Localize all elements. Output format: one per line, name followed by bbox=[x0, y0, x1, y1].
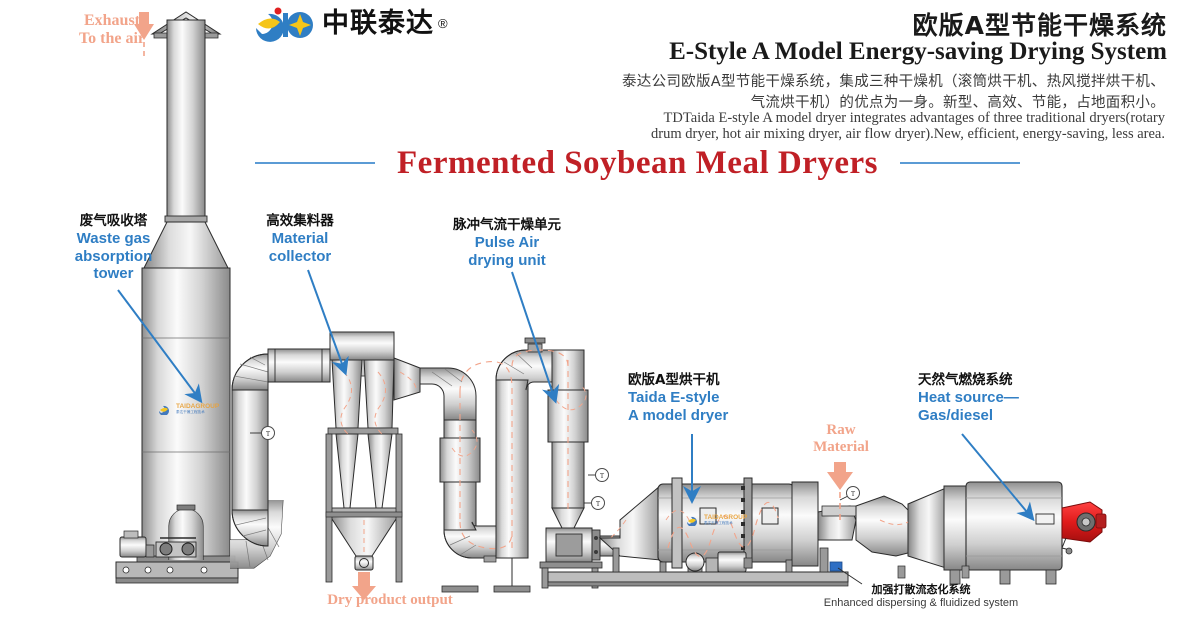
label-raw-material-line1: Raw bbox=[826, 422, 856, 438]
label-pulse-air-unit-en1: Pulse Air bbox=[474, 233, 540, 251]
burner bbox=[1061, 501, 1107, 555]
watermark-logo-icon-2 bbox=[687, 516, 697, 526]
header-desc-cn-line2: 气流烘干机）的优点为一身。新型、高效、节能，占地面积小。 bbox=[750, 95, 1165, 111]
temp-gauge-2: T bbox=[584, 496, 605, 510]
label-material-collector-en1: Material bbox=[271, 229, 329, 247]
header-title-cn: 欧版A型节能干燥系统 bbox=[912, 11, 1167, 40]
temp-gauge-4: T bbox=[588, 468, 609, 482]
label-waste-gas-tower-en3: tower bbox=[93, 265, 134, 283]
watermark-text: TAIDAGROUP bbox=[176, 403, 220, 411]
label-model-dryer: 欧版A型烘干机 Taida E-style A model dryer bbox=[628, 372, 778, 424]
temp-gauge-3: T bbox=[839, 486, 860, 501]
label-exhaust-line1: Exhaust bbox=[83, 12, 141, 29]
company-logo: 中联泰达 ® bbox=[252, 6, 448, 42]
label-pulse-air-unit: 脉冲气流干燥单元 Pulse Air drying unit bbox=[432, 217, 582, 269]
header-desc-en-line1: TDTaida E-style A model dryer integrates… bbox=[663, 110, 1165, 126]
label-heat-source-cn: 天然气燃烧系统 bbox=[918, 372, 1013, 388]
label-waste-gas-tower-en1: Waste gas bbox=[76, 229, 151, 247]
logo-text-cn: 中联泰达 bbox=[322, 8, 434, 39]
header-desc-cn-line1: 泰达公司欧版A型节能干燥系统，集成三种干燥机（滚筒烘干机、热风搅拌烘干机、 bbox=[621, 74, 1165, 90]
svg-text:T: T bbox=[596, 500, 601, 508]
label-heat-source: 天然气燃烧系统 Heat source— Gas/diesel bbox=[918, 372, 1063, 424]
label-model-dryer-en1: Taida E-style bbox=[628, 388, 720, 406]
fluidized-system-indicator bbox=[837, 565, 970, 585]
waste-gas-absorption-tower bbox=[115, 11, 284, 584]
temp-gauge-1: T bbox=[250, 426, 275, 440]
banner-title: Fermented Soybean Meal Dryers bbox=[397, 144, 878, 181]
banner-rule-right bbox=[899, 162, 1020, 164]
watermark-subtext: 泰达干燥工程技术 bbox=[176, 409, 205, 414]
heat-source-gas-diesel-furnace bbox=[855, 481, 1107, 585]
logo-icon bbox=[256, 7, 313, 42]
pulse-air-drying-unit: T bbox=[419, 337, 605, 593]
watermark-text-2: TAIDAGROUP bbox=[704, 514, 748, 522]
label-material-collector-cn: 高效集料器 bbox=[266, 213, 334, 229]
label-material-collector-en2: collector bbox=[268, 247, 332, 265]
label-dry-product-output: Dry product output bbox=[327, 592, 453, 608]
pump-skid-left bbox=[115, 530, 239, 584]
material-collector-cyclone bbox=[325, 331, 421, 600]
callout-leaders bbox=[117, 269, 1035, 522]
raw-material-flow-arrow bbox=[827, 462, 853, 520]
label-heat-source-en2: Gas/diesel bbox=[918, 406, 994, 424]
label-exhaust: Exhaust To the air bbox=[62, 12, 162, 48]
label-raw-material-line2: Material bbox=[813, 438, 869, 455]
label-model-dryer-en2: A model dryer bbox=[628, 406, 729, 424]
duct-collector-to-tower: T bbox=[231, 348, 331, 547]
label-fluidized-system: 加强打散流态化系统 Enhanced dispersing & fluidize… bbox=[790, 583, 1052, 610]
label-raw-material: Raw Material bbox=[795, 422, 887, 456]
label-heat-source-en1: Heat source— bbox=[918, 388, 1019, 406]
label-material-collector: 高效集料器 Material collector bbox=[235, 213, 365, 265]
svg-text:T: T bbox=[851, 490, 856, 498]
label-pulse-air-unit-en2: drying unit bbox=[468, 251, 546, 269]
watermark-logo-icon bbox=[159, 405, 169, 415]
header-desc-en-line2: drum dryer, hot air mixing dryer, air fl… bbox=[651, 126, 1165, 142]
watermark-subtext-2: 泰达干燥工程技术 bbox=[704, 520, 733, 525]
svg-text:T: T bbox=[266, 430, 271, 438]
drum-drive-unit bbox=[685, 551, 753, 573]
label-waste-gas-tower: 废气吸收塔 Waste gas absorption tower bbox=[46, 213, 181, 283]
registered-trademark-icon: ® bbox=[438, 16, 448, 31]
svg-text:T: T bbox=[600, 472, 605, 480]
label-exhaust-line2: To the air bbox=[78, 29, 146, 47]
banner-rule-left bbox=[255, 162, 376, 164]
label-pulse-air-unit-cn: 脉冲气流干燥单元 bbox=[453, 217, 561, 233]
label-waste-gas-tower-cn: 废气吸收塔 bbox=[79, 213, 148, 229]
label-waste-gas-tower-en2: absorption bbox=[74, 247, 153, 265]
exhaust-flow-arrow bbox=[134, 12, 154, 58]
dryer-watermark: TAIDAGROUP 泰达干燥工程技术 bbox=[686, 515, 747, 526]
label-fluidized-system-en: Enhanced dispersing & fluidized system bbox=[823, 596, 1019, 609]
label-model-dryer-cn: 欧版A型烘干机 bbox=[628, 372, 720, 388]
tower-watermark: TAIDAGROUP 泰达干燥工程技术 bbox=[158, 404, 219, 415]
header-title-en: E-Style A Model Energy-saving Drying Sys… bbox=[669, 38, 1167, 65]
product-banner: Fermented Soybean Meal Dryers bbox=[0, 143, 1185, 183]
label-fluidized-system-cn: 加强打散流态化系统 bbox=[871, 583, 971, 596]
